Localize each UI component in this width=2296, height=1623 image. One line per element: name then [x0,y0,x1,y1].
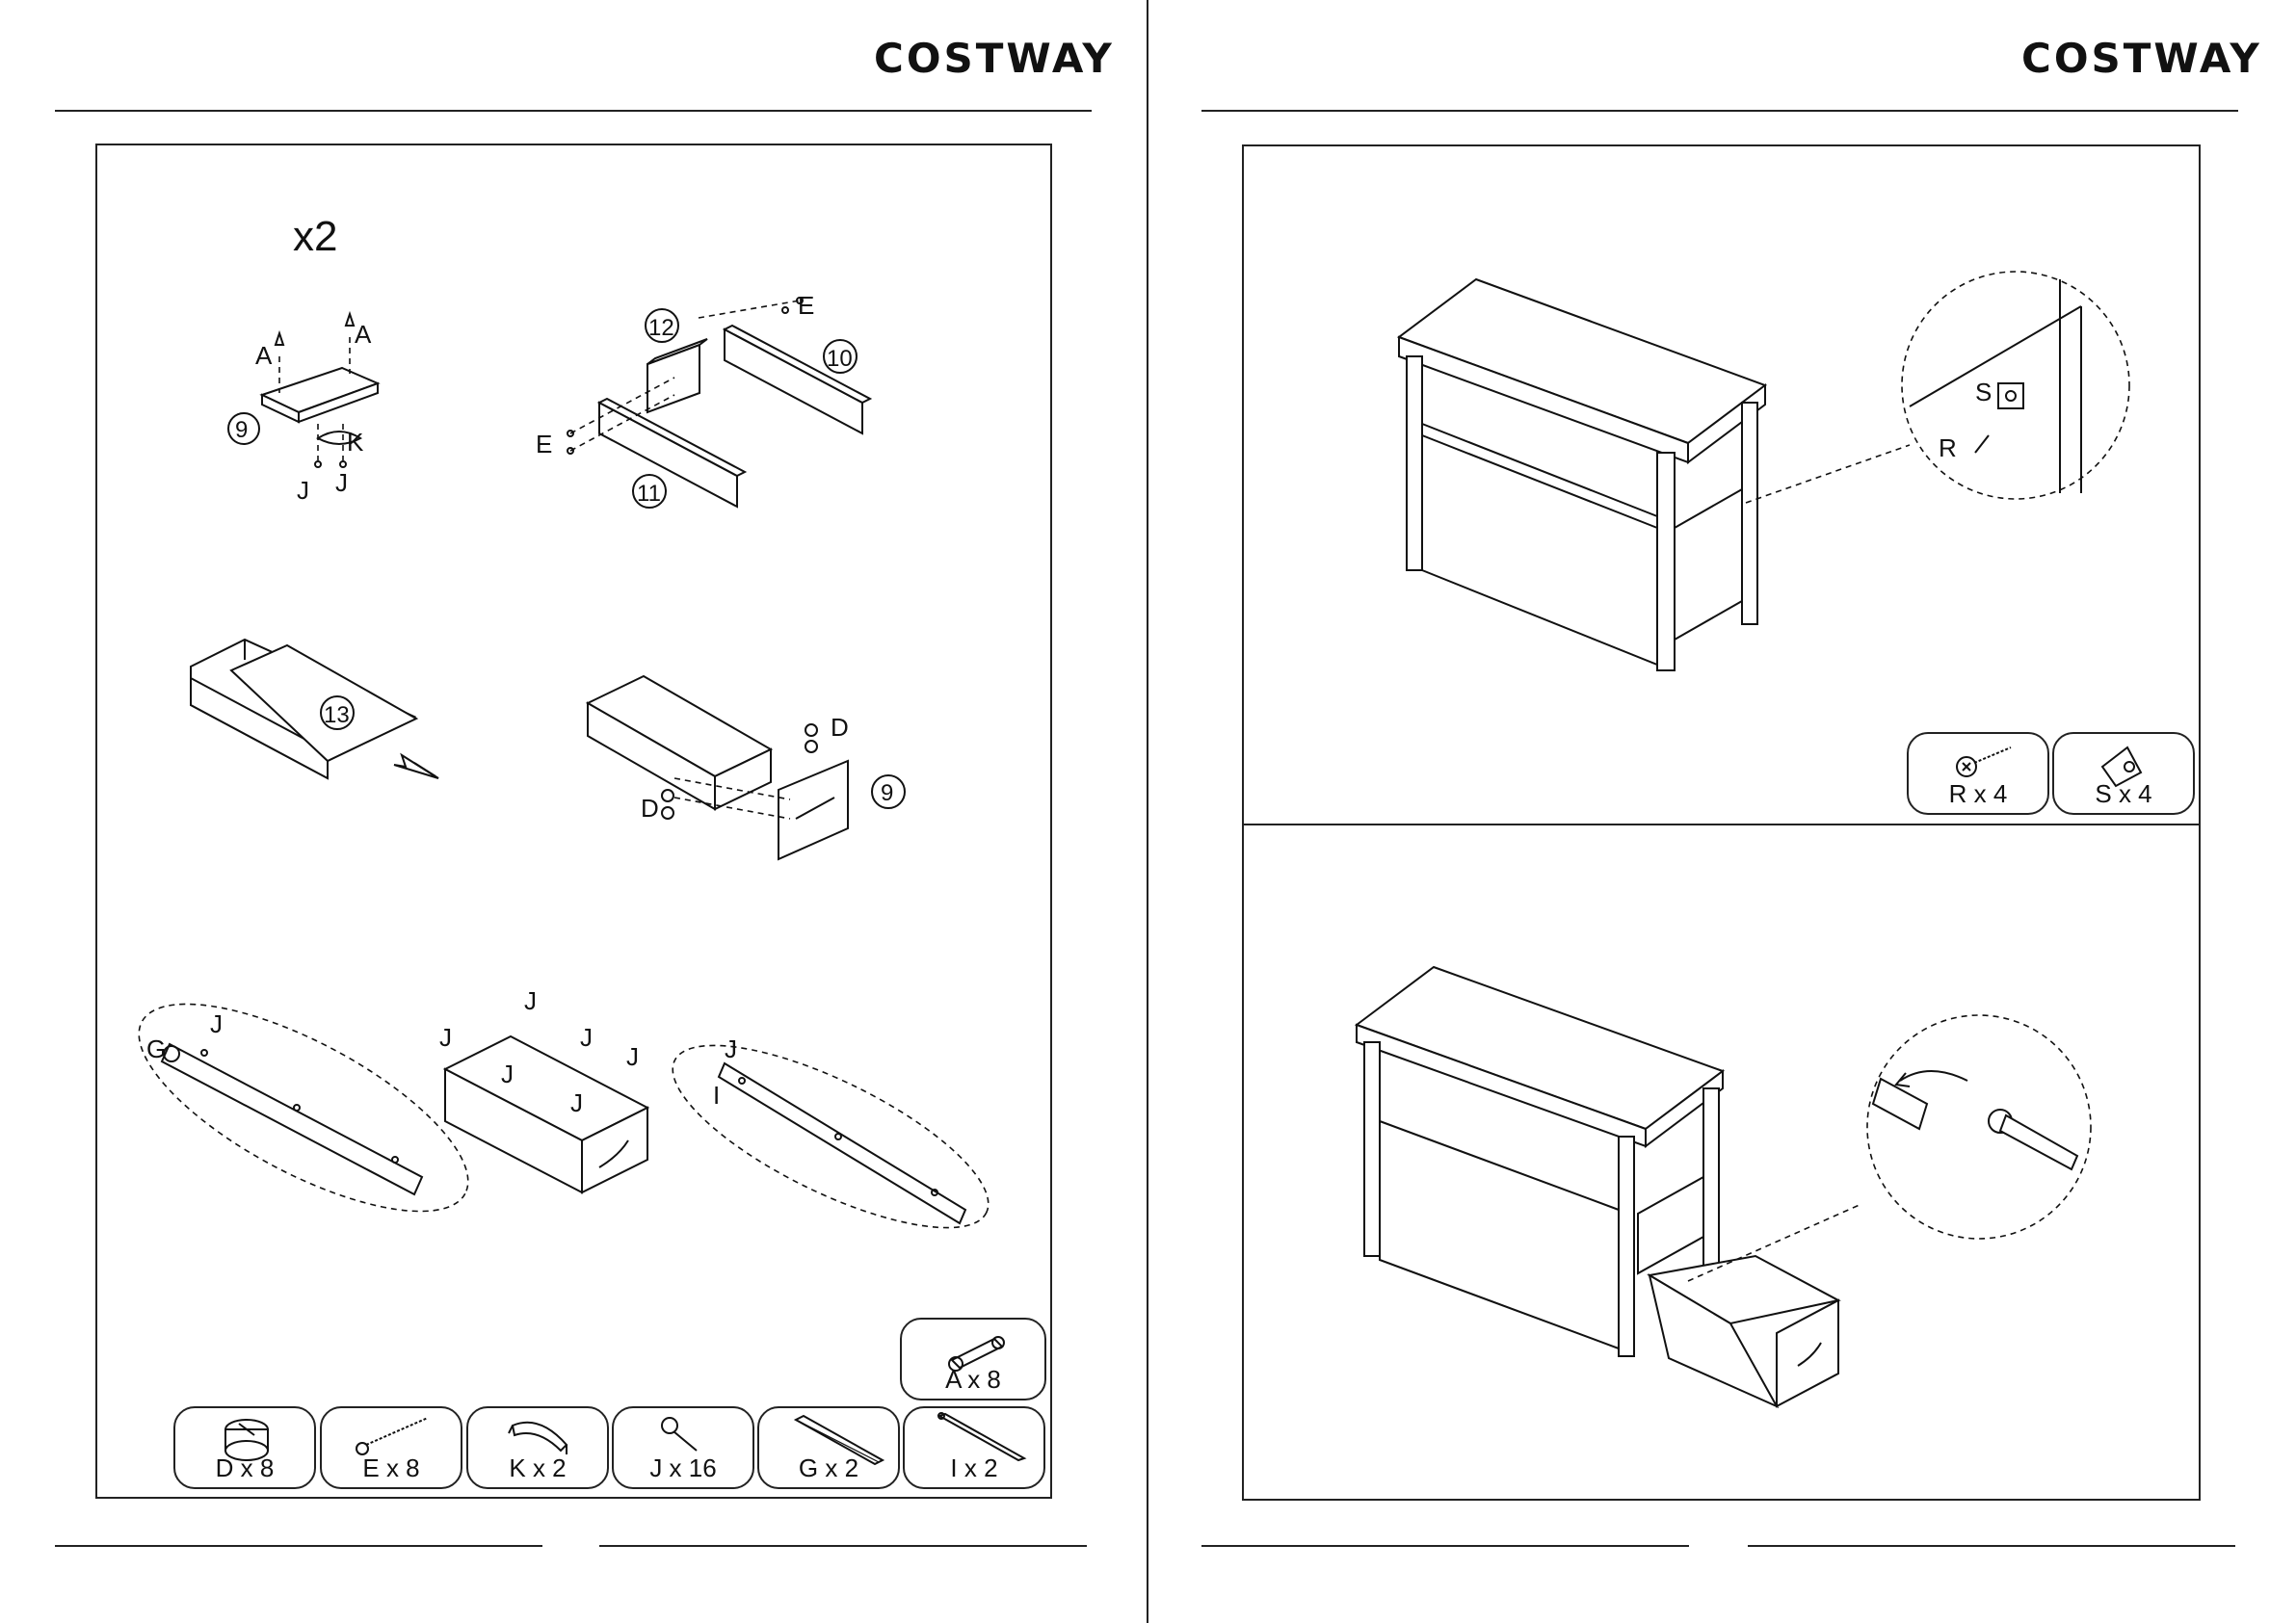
step4-attach-front: D D 9 [588,676,905,859]
svg-text:J: J [725,1034,737,1063]
svg-text:10: 10 [827,346,853,372]
step1-drawer-front: A A 9 K J J [228,314,378,505]
hardware-a-label: A x 8 [902,1365,1044,1395]
hardware-g-label: G x 2 [759,1453,898,1483]
svg-text:J: J [335,468,348,497]
svg-text:A: A [255,341,273,370]
hardware-d-box: D x 8 [173,1406,316,1489]
manual-page-left: COSTWAY x2 A A 9 K J J [0,0,1147,1623]
svg-text:I: I [713,1081,720,1110]
hardware-e-label: E x 8 [322,1453,461,1483]
svg-text:12: 12 [648,315,674,341]
footer-rule-left [1201,1545,1689,1547]
hardware-j-label: J x 16 [614,1453,752,1483]
svg-text:J: J [570,1088,583,1117]
svg-text:13: 13 [324,702,350,728]
svg-text:9: 9 [235,417,248,443]
svg-text:A: A [355,320,372,349]
svg-text:J: J [210,1009,223,1038]
panel1-table-bracket: S R [1399,272,2129,670]
hardware-r-box: R x 4 [1907,732,2049,815]
step3-insert-bottom: 13 [191,640,438,778]
manual-page-right: COSTWAY S R [1148,0,2295,1623]
hardware-a-box: A x 8 [900,1318,1046,1400]
step2-drawer-sides: 12 10 11 E E [536,291,870,508]
svg-text:J: J [501,1060,514,1088]
hardware-s-label: S x 4 [2054,779,2193,809]
svg-text:J: J [580,1023,593,1052]
svg-text:11: 11 [637,481,661,507]
footer-rule-left [55,1545,542,1547]
svg-text:J: J [626,1042,639,1071]
svg-text:9: 9 [881,780,893,806]
svg-text:R: R [1939,433,1957,462]
step5-drawer-slides: G J J J J J J J J I [111,964,1011,1263]
footer-rule-right [599,1545,1087,1547]
hardware-g-box: G x 2 [757,1406,900,1489]
hardware-k-box: K x 2 [466,1406,609,1489]
hardware-d-label: D x 8 [175,1453,314,1483]
svg-text:K: K [347,428,364,457]
svg-text:E: E [536,430,552,458]
svg-text:J: J [524,986,537,1015]
hardware-e-box: E x 8 [320,1406,462,1489]
svg-text:E: E [798,291,814,320]
svg-text:D: D [641,794,659,823]
hardware-j-box: J x 16 [612,1406,754,1489]
hardware-r-label: R x 4 [1909,779,2047,809]
hardware-k-label: K x 2 [468,1453,607,1483]
svg-text:G: G [146,1034,166,1063]
hardware-s-box: S x 4 [2052,732,2195,815]
footer-rule-right [1748,1545,2235,1547]
hardware-i-label: I x 2 [905,1453,1043,1483]
svg-text:D: D [831,713,849,742]
panel2-drawer-insert [1357,967,2091,1406]
svg-text:S: S [1975,378,1992,406]
svg-text:J: J [297,476,309,505]
hardware-i-box: I x 2 [903,1406,1045,1489]
svg-text:J: J [439,1023,452,1052]
quantity-note: x2 [293,213,337,260]
